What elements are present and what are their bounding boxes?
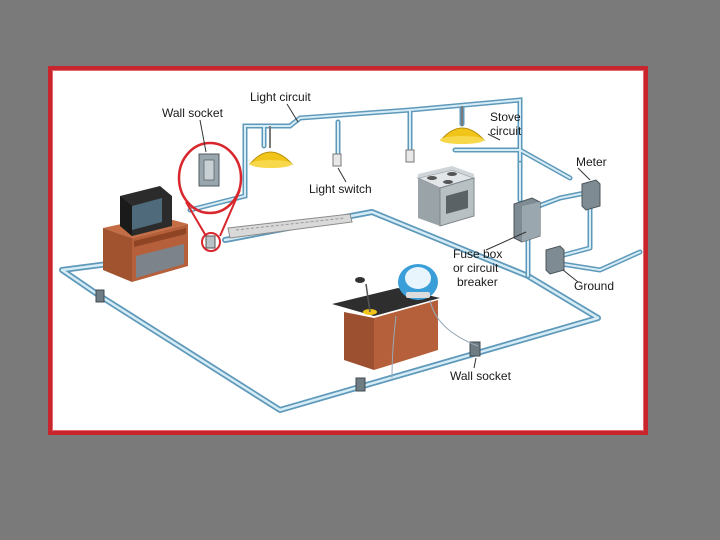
fuse-box <box>513 197 541 243</box>
ceiling-lamp-left <box>248 126 294 168</box>
ceiling-wiring <box>187 97 573 213</box>
label-light-circuit: Light circuit <box>250 90 311 104</box>
label-light-switch: Light switch <box>309 182 372 196</box>
light-switch <box>332 153 342 167</box>
ground-box <box>545 245 565 275</box>
ceiling-lamp-right <box>439 106 486 144</box>
light-switch-2 <box>405 149 415 163</box>
label-fuse-box-line2: or circuit <box>453 261 499 275</box>
label-wall-socket-top: Wall socket <box>162 106 224 120</box>
computer-desk <box>332 264 479 379</box>
baseboard-strip <box>227 213 353 239</box>
label-stove-circuit-line2: circuit <box>490 124 522 138</box>
wall-socket-callout <box>177 141 243 252</box>
label-ground: Ground <box>574 279 614 293</box>
label-fuse-box-line1: Fuse box <box>453 247 502 261</box>
label-wall-socket-bottom: Wall socket <box>450 369 512 383</box>
tv-cabinet <box>103 186 188 282</box>
leader-lines <box>199 103 591 369</box>
floor-socket-bottom <box>355 377 366 392</box>
label-stove-circuit-line1: Stove <box>490 110 521 124</box>
meter <box>581 179 601 211</box>
floor-socket-left <box>95 289 105 303</box>
label-meter: Meter <box>576 155 607 169</box>
stove <box>416 166 476 227</box>
wall-socket-bottom <box>469 341 481 357</box>
label-fuse-box-line3: breaker <box>457 275 498 289</box>
